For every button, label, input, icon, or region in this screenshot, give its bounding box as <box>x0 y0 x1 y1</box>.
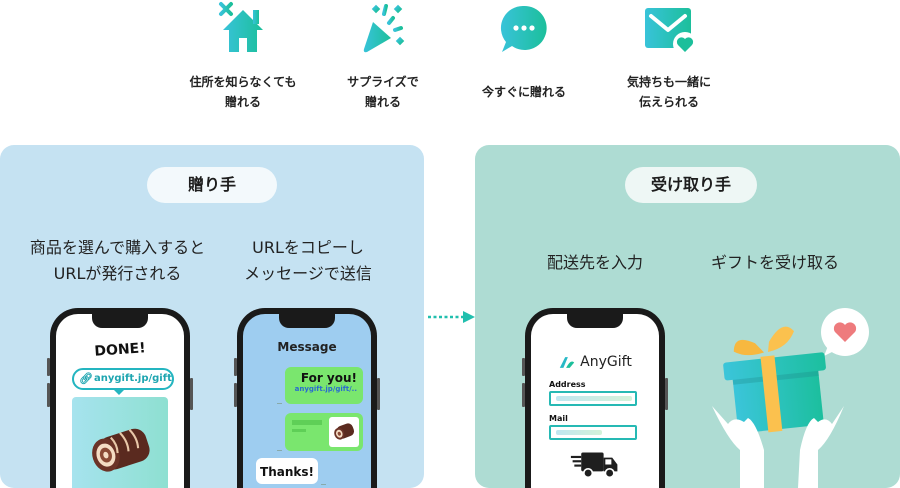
phone-message: Message For you! anygift.jp/gift/.. <box>234 308 380 488</box>
receiver-step-2: ギフトを受け取る <box>710 253 839 272</box>
feature-instant: 今すぐに贈れる <box>449 0 599 102</box>
reply-text: Thanks! <box>260 465 314 479</box>
feature-surprise: サプライズで 贈れる <box>308 0 458 112</box>
receiver-title: 受け取り手 <box>625 167 757 203</box>
delivery-truck-icon <box>570 452 618 479</box>
phone-address-form: AnyGift Address Mail <box>522 308 668 488</box>
phone-done: DONE! 🔗︎ anygift.jp/gift/.. <box>47 308 193 488</box>
phone-notch <box>567 314 623 328</box>
feature-no-address: 住所を知らなくても 贈れる <box>168 0 318 112</box>
mail-label: Mail <box>549 414 568 423</box>
sender-step-2: URLをコピーし メッセージで送信 <box>244 238 372 283</box>
link-icon: 🔗︎ <box>79 372 93 385</box>
bubble-title: For you! <box>300 371 357 385</box>
address-input[interactable] <box>549 391 637 406</box>
party-popper-icon <box>363 4 405 53</box>
sender-step-1: 商品を選んで購入すると URLが発行される <box>29 238 206 283</box>
sender-title: 贈り手 <box>147 167 277 203</box>
envelope-heart-icon <box>645 8 697 56</box>
gift-url: anygift.jp/gift/.. <box>94 373 172 384</box>
message-heading: Message <box>277 340 337 354</box>
message-bubble-card <box>285 413 363 451</box>
feature-label: サプライズで 贈れる <box>347 75 419 109</box>
flow-arrow-icon <box>428 311 475 323</box>
product-thumbnail <box>329 417 359 447</box>
feature-label: 住所を知らなくても 贈れる <box>189 75 297 109</box>
house-icon <box>219 2 263 52</box>
receiver-step-1: 配送先を入力 <box>546 253 643 272</box>
feature-label: 気持ちも一緒に 伝えられる <box>626 75 711 109</box>
phone-notch <box>279 314 335 328</box>
gift-receive-illustration <box>712 308 869 488</box>
message-bubble-reply: Thanks! <box>256 458 318 484</box>
receiver-panel: 受け取り手 配送先を入力 ギフトを受け取る AnyGift Address Ma… <box>475 145 900 488</box>
feature-label: 今すぐに贈れる <box>481 85 566 99</box>
product-card <box>72 397 168 488</box>
roll-cake-icon <box>92 428 150 472</box>
url-tail <box>114 390 124 395</box>
bubble-link[interactable]: anygift.jp/gift/.. <box>294 385 357 393</box>
done-heading: DONE! <box>93 340 147 360</box>
chat-bubble-icon <box>500 5 547 52</box>
message-bubble-gift: For you! anygift.jp/gift/.. <box>285 367 363 404</box>
phone-notch <box>92 314 148 328</box>
anygift-logo-icon <box>559 356 575 368</box>
sender-panel: 贈り手 商品を選んで購入すると URLが発行される URLをコピーし メッセージ… <box>0 145 424 488</box>
brand-name: AnyGift <box>580 354 632 370</box>
anygift-logo: AnyGift <box>531 354 659 370</box>
roll-cake-icon <box>334 423 355 440</box>
address-label: Address <box>549 380 586 389</box>
feature-message: 気持ちも一緒に 伝えられる <box>594 0 744 112</box>
gift-url-pill[interactable]: 🔗︎ anygift.jp/gift/.. <box>72 368 174 390</box>
mail-input[interactable] <box>549 425 637 440</box>
